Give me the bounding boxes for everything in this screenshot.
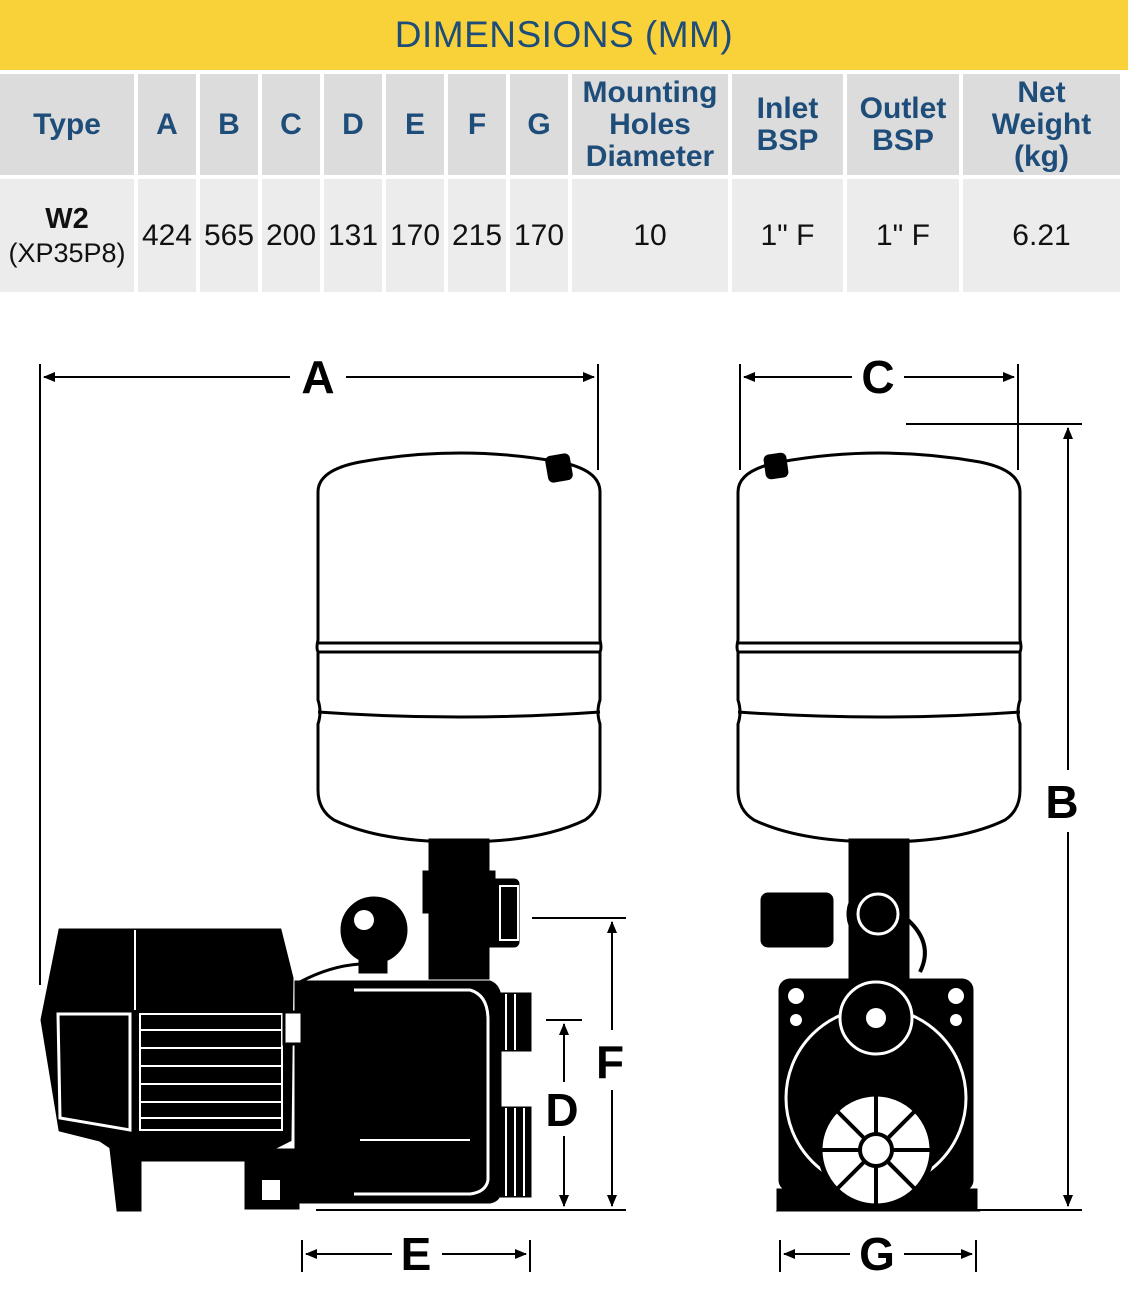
dimension-labels: A C B F D E G — [301, 351, 1078, 1280]
cell-weight: 6.21 — [963, 179, 1120, 292]
col-header-weight: Net Weight (kg) — [963, 74, 1120, 175]
cell-c: 200 — [262, 179, 320, 292]
col-header-mounting: Mounting Holes Diameter — [572, 74, 728, 175]
dim-label-d: D — [545, 1084, 578, 1136]
side-view — [40, 451, 603, 1212]
col-header-e: E — [386, 74, 444, 175]
dim-label-a: A — [301, 351, 334, 403]
cell-d: 131 — [324, 179, 382, 292]
mounting-line-1: Mounting — [582, 75, 718, 109]
inlet-line-1: Inlet — [756, 91, 819, 125]
cell-inlet: 1" F — [732, 179, 843, 292]
front-view — [735, 451, 1023, 1212]
cell-type: W2 (XP35P8) — [0, 179, 134, 292]
side-motor — [40, 928, 300, 1212]
outlet-line-2: BSP — [872, 123, 934, 157]
col-header-outlet: Outlet BSP — [847, 74, 959, 175]
pump-dimension-drawing: A C B F D E G — [39, 351, 1082, 1280]
col-header-a: A — [138, 74, 196, 175]
dim-label-c: C — [861, 351, 894, 403]
mounting-line-3: Diameter — [585, 139, 715, 173]
dimension-lines — [39, 364, 1082, 1272]
col-header-g: G — [510, 74, 568, 175]
weight-line-1: Net — [1017, 75, 1066, 109]
weight-line-3: (kg) — [1014, 139, 1069, 173]
table-title: DIMENSIONS (MM) — [0, 0, 1128, 70]
col-header-c: C — [262, 74, 320, 175]
dim-label-g: G — [859, 1228, 895, 1280]
dimensions-table: Type A B C D E F G Mounting Holes Diamet… — [0, 70, 1124, 296]
cell-f: 215 — [448, 179, 506, 292]
mounting-line-2: Holes — [609, 107, 691, 141]
cell-mounting: 10 — [572, 179, 728, 292]
col-header-f: F — [448, 74, 506, 175]
header-type-label: Type — [33, 107, 101, 141]
cell-g: 170 — [510, 179, 568, 292]
front-tank — [735, 451, 1023, 844]
inlet-line-2: BSP — [756, 123, 819, 157]
type-model: (XP35P8) — [8, 237, 126, 268]
cell-b: 565 — [200, 179, 258, 292]
cell-e: 170 — [386, 179, 444, 292]
side-fitting — [422, 838, 520, 980]
weight-line-2: Weight — [991, 107, 1092, 141]
side-tank — [315, 451, 603, 844]
side-pump-housing — [282, 980, 532, 1204]
cell-a: 424 — [138, 179, 196, 292]
front-fan-cover — [817, 1091, 935, 1209]
cell-outlet: 1" F — [847, 179, 959, 292]
col-header-inlet: Inlet BSP — [732, 74, 843, 175]
front-fitting — [760, 838, 927, 982]
side-gauge — [299, 896, 408, 984]
table-row: W2 (XP35P8) 424 565 200 131 170 215 170 … — [0, 179, 1120, 292]
outlet-line-1: Outlet — [859, 91, 947, 125]
col-header-type: Type — [0, 74, 134, 175]
col-header-d: D — [324, 74, 382, 175]
col-header-b: B — [200, 74, 258, 175]
dim-label-b: B — [1045, 776, 1078, 828]
dim-label-e: E — [401, 1228, 432, 1280]
type-name: W2 — [45, 202, 89, 235]
header-row: Type A B C D E F G Mounting Holes Diamet… — [0, 74, 1120, 175]
dim-label-f: F — [596, 1036, 624, 1088]
